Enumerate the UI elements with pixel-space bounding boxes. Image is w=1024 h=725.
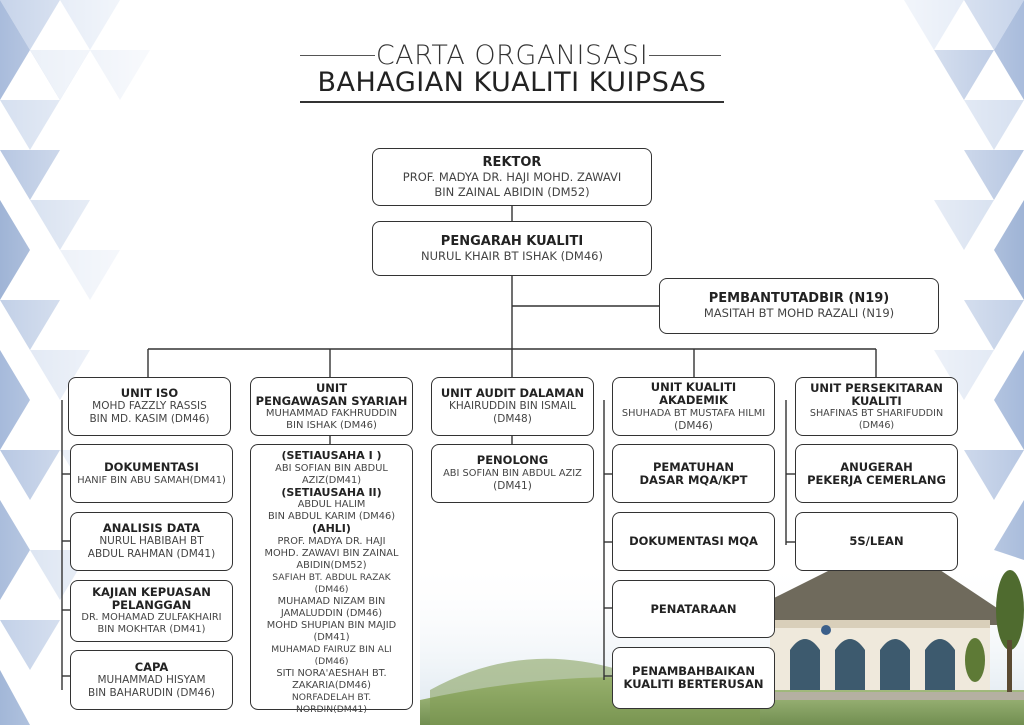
unit-audit-name-line1: KHAIRUDDIN BIN ISMAIL xyxy=(449,400,576,412)
ahli-line: SAFIAH BT. ABDUL RAZAK (DM46) xyxy=(272,571,391,595)
pembantu-title: PEMBANTUTADBIR (N19) xyxy=(708,291,890,306)
iso-dokumentasi-title: DOKUMENTASI xyxy=(104,459,199,474)
iso-analisis-name-line2: ABDUL RAHMAN (DM41) xyxy=(87,548,216,560)
audit-penolong-box: PENOLONG ABI SOFIAN BIN ABDUL AZIZ (DM41… xyxy=(431,444,594,503)
ahli-line: SITI NORA'AESHAH BT. xyxy=(276,667,387,679)
iso-kajian-box: KAJIAN KEPUASAN PELANGGAN DR. MOHAMAD ZU… xyxy=(70,580,233,642)
unit-audit-title: UNIT AUDIT DALAMAN xyxy=(440,386,585,400)
persekitaran-lean-box: 5S/LEAN xyxy=(795,512,958,571)
setiausaha1-name-line2: AZIZ(DM41) xyxy=(301,474,362,486)
iso-analisis-title: ANALISIS DATA xyxy=(102,521,201,535)
unit-iso-name-line2: BIN MD. KASIM (DM46) xyxy=(89,413,210,425)
akademik-penataraan-title: PENATARAAN xyxy=(650,601,737,616)
ahli-line: ABIDIN(DM52) xyxy=(296,559,367,571)
title-rule-left xyxy=(300,55,375,56)
setiausaha1-name-line1: ABI SOFIAN BIN ABDUL xyxy=(275,462,388,474)
unit-akademik-name-line2: (DM46) xyxy=(674,419,713,432)
iso-analisis-name-line1: NURUL HABIBAH BT xyxy=(99,535,204,547)
unit-akademik-name-line1: SHUHADA BT MUSTAFA HILMI xyxy=(621,407,766,419)
ahli-line: (DM41) xyxy=(313,631,350,643)
akademik-dokumentasi-box: DOKUMENTASI MQA xyxy=(612,512,775,571)
rektor-name-line1: PROF. MADYA DR. HAJI MOHD. ZAWAVI xyxy=(402,169,622,184)
akademik-pematuhan-line2: DASAR MQA/KPT xyxy=(639,472,748,487)
unit-persekitaran-title-line1: UNIT PERSEKITARAN xyxy=(810,380,943,395)
unit-iso-box: UNIT ISO MOHD FAZZLY RASSIS BIN MD. KASI… xyxy=(68,377,231,436)
title-rule-right xyxy=(649,55,721,56)
pembantu-box: PEMBANTUTADBIR (N19) MASITAH BT MOHD RAZ… xyxy=(659,278,939,334)
unit-persekitaran-name-line2: (DM46) xyxy=(858,419,895,431)
audit-penolong-name-line2: (DM41) xyxy=(493,480,532,492)
iso-capa-name-line1: MUHAMMAD HISYAM xyxy=(97,673,206,686)
iso-kajian-name-line1: DR. MOHAMAD ZULFAKHAIRI xyxy=(81,612,222,623)
unit-audit-name-line2: (DM48) xyxy=(493,413,532,425)
iso-kajian-name-line2: BIN MOKHTAR (DM41) xyxy=(97,624,206,635)
pembantu-name: MASITAH BT MOHD RAZALI (N19) xyxy=(703,306,895,320)
iso-kajian-title-line2: PELANGGAN xyxy=(111,598,192,612)
unit-akademik-title: UNIT KUALITI AKADEMIK xyxy=(650,379,737,407)
audit-penolong-title: PENOLONG xyxy=(476,453,549,467)
unit-syariah-name-line1: MUHAMMAD FAKHRUDDIN xyxy=(265,407,398,419)
unit-persekitaran-box: UNIT PERSEKITARAN KUALITI SHAFINAS BT SH… xyxy=(795,377,958,436)
unit-syariah-name-line2: BIN ISHAK (DM46) xyxy=(286,419,377,431)
iso-capa-box: CAPA MUHAMMAD HISYAM BIN BAHARUDIN (DM46… xyxy=(70,650,233,710)
akademik-penambahbaikan-line2: KUALITI BERTERUSAN xyxy=(623,677,764,691)
iso-capa-name-line2: BIN BAHARUDIN (DM46) xyxy=(87,686,215,699)
iso-kajian-title-line1: KAJIAN KEPUASAN xyxy=(92,585,211,599)
title-underline xyxy=(300,101,724,103)
unit-iso-title: UNIT ISO xyxy=(120,386,179,400)
unit-persekitaran-name-line1: SHAFINAS BT SHARIFUDDIN xyxy=(809,407,944,419)
ahli-line: ZAKARIA(DM46) xyxy=(292,679,371,691)
setiausaha2-title: (SETIAUSAHA II) xyxy=(281,485,382,499)
persekitaran-anugerah-line1: ANUGERAH xyxy=(840,459,913,474)
persekitaran-lean-title: 5S/LEAN xyxy=(849,534,904,548)
rektor-title: REKTOR xyxy=(482,154,542,170)
unit-iso-name-line1: MOHD FAZZLY RASSIS xyxy=(92,400,207,412)
chart-title-line2: BAHAGIAN KUALITI KUIPSAS xyxy=(317,67,707,98)
persekitaran-anugerah-box: ANUGERAH PEKERJA CEMERLANG xyxy=(795,444,958,503)
unit-syariah-title-line1: UNIT xyxy=(315,380,348,395)
akademik-dokumentasi-title: DOKUMENTASI MQA xyxy=(629,534,758,548)
iso-analisis-box: ANALISIS DATA NURUL HABIBAH BT ABDUL RAH… xyxy=(70,512,233,571)
setiausaha2-name-line1: ABDUL HALIM xyxy=(297,499,366,510)
ahli-line: JAMALUDDIN (DM46) xyxy=(280,607,383,619)
ahli-line: MOHD SHUPIAN BIN MAJID xyxy=(266,619,397,631)
pengarah-title: PENGARAH KUALITI xyxy=(440,233,584,249)
akademik-penambahbaikan-line1: PENAMBAHBAIKAN xyxy=(632,664,755,678)
audit-penolong-name-line1: ABI SOFIAN BIN ABDUL AZIZ xyxy=(443,468,582,479)
ahli-title: (AHLI) xyxy=(312,522,351,535)
persekitaran-anugerah-line2: PEKERJA CEMERLANG xyxy=(807,472,946,487)
setiausaha1-title: (SETIAUSAHA I ) xyxy=(281,449,382,462)
unit-persekitaran-title-line2: KUALITI xyxy=(851,393,902,408)
unit-akademik-box: UNIT KUALITI AKADEMIK SHUHADA BT MUSTAFA… xyxy=(612,377,775,436)
pengarah-box: PENGARAH KUALITI NURUL KHAIR BT ISHAK (D… xyxy=(372,221,652,276)
pengarah-name: NURUL KHAIR BT ISHAK (DM46) xyxy=(421,248,603,263)
akademik-pematuhan-box: PEMATUHAN DASAR MQA/KPT xyxy=(612,444,775,503)
unit-syariah-title-line2: PENGAWASAN SYARIAH xyxy=(255,393,408,408)
setiausaha2-name-line2: BIN ABDUL KARIM (DM46) xyxy=(267,511,396,522)
iso-dokumentasi-box: DOKUMENTASI HANIF BIN ABU SAMAH(DM41) xyxy=(70,444,233,503)
iso-dokumentasi-name: HANIF BIN ABU SAMAH(DM41) xyxy=(77,474,226,486)
unit-audit-box: UNIT AUDIT DALAMAN KHAIRUDDIN BIN ISMAIL… xyxy=(431,377,594,436)
syariah-members-box: (SETIAUSAHA I ) ABI SOFIAN BIN ABDUL AZI… xyxy=(250,444,413,715)
akademik-penataraan-box: PENATARAAN xyxy=(612,580,775,638)
ahli-line: MUHAMAD FAIRUZ BIN ALI (DM46) xyxy=(271,643,392,667)
akademik-penambahbaikan-box: PENAMBAHBAIKAN KUALITI BERTERUSAN xyxy=(612,647,775,709)
ahli-line: MUHAMAD NIZAM BIN xyxy=(277,595,386,607)
rektor-name-line2: BIN ZAINAL ABIDIN (DM52) xyxy=(434,184,590,199)
unit-syariah-box: UNIT PENGAWASAN SYARIAH MUHAMMAD FAKHRUD… xyxy=(250,377,413,436)
akademik-pematuhan-line1: PEMATUHAN xyxy=(652,459,735,474)
rektor-box: REKTOR PROF. MADYA DR. HAJI MOHD. ZAWAVI… xyxy=(372,148,652,206)
ahli-line: PROF. MADYA DR. HAJI xyxy=(277,535,386,547)
ahli-line: NORFADELAH BT. NORDIN(DM41) xyxy=(291,691,372,715)
iso-capa-title: CAPA xyxy=(134,659,169,674)
chart-title-line1: CARTA ORGANISASI xyxy=(375,40,649,71)
ahli-line: MOHD. ZAWAVI BIN ZAINAL xyxy=(264,547,399,559)
